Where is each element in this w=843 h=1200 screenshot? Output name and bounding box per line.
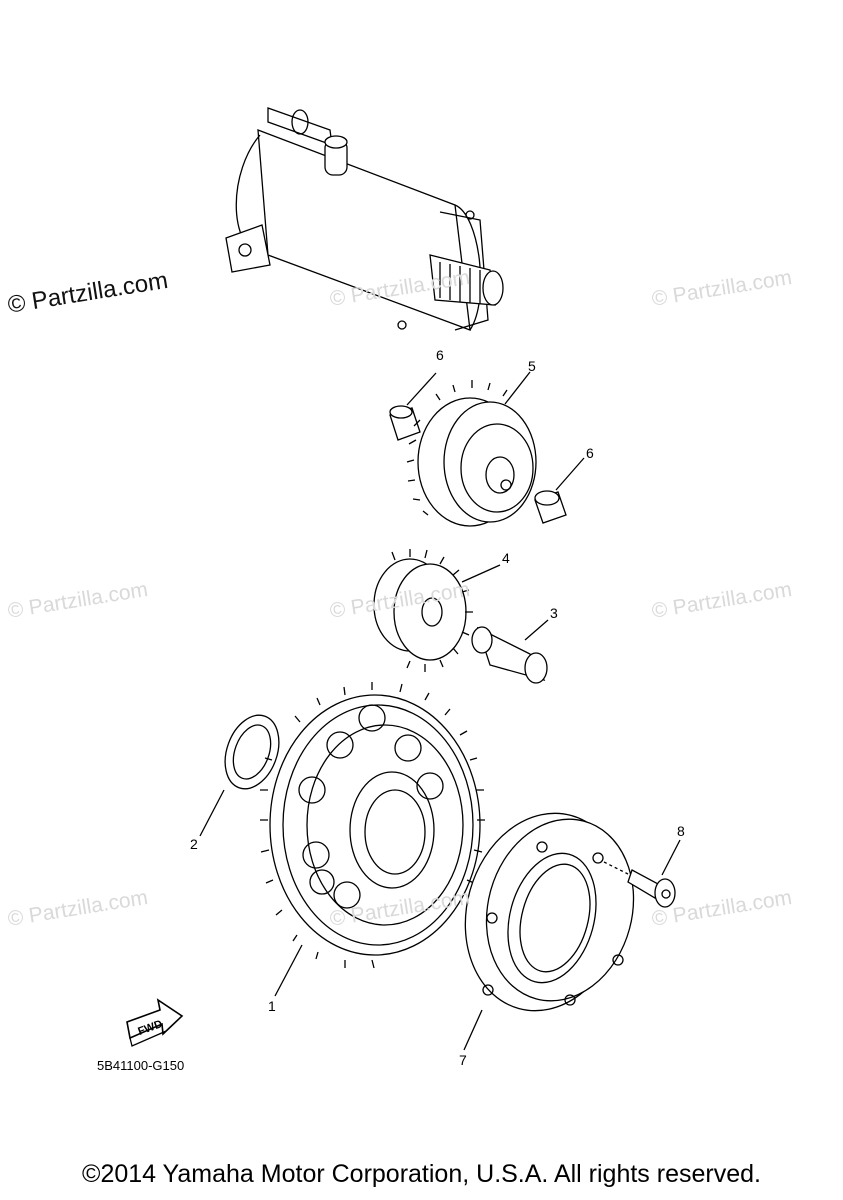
fwd-arrow-icon (126, 998, 184, 1047)
ring-gear-1[interactable] (260, 682, 485, 997)
callout-4[interactable]: 4 (502, 550, 510, 566)
idler-gear-5[interactable] (406, 371, 537, 527)
bushing-6-right[interactable] (534, 457, 585, 524)
starter-motor[interactable] (225, 107, 504, 331)
callout-8[interactable]: 8 (677, 823, 685, 839)
callout-7[interactable]: 7 (459, 1052, 467, 1068)
washer-2[interactable] (199, 708, 288, 837)
shaft-sleeve-3[interactable] (471, 619, 549, 684)
bushing-6-left[interactable] (389, 372, 437, 441)
callout-2[interactable]: 2 (190, 836, 198, 852)
callout-1[interactable]: 1 (268, 998, 276, 1014)
callout-6[interactable]: 6 (586, 445, 594, 461)
diagram-code: 5B41100-G150 (97, 1058, 185, 1073)
bolt-8[interactable] (603, 839, 681, 908)
callout-6[interactable]: 6 (436, 347, 444, 363)
copyright-notice: ©2014 Yamaha Motor Corporation, U.S.A. A… (82, 1160, 761, 1188)
callout-3[interactable]: 3 (550, 605, 558, 621)
gear-4[interactable] (373, 549, 501, 672)
callout-5[interactable]: 5 (528, 358, 536, 374)
one-way-clutch-7[interactable] (444, 795, 654, 1051)
